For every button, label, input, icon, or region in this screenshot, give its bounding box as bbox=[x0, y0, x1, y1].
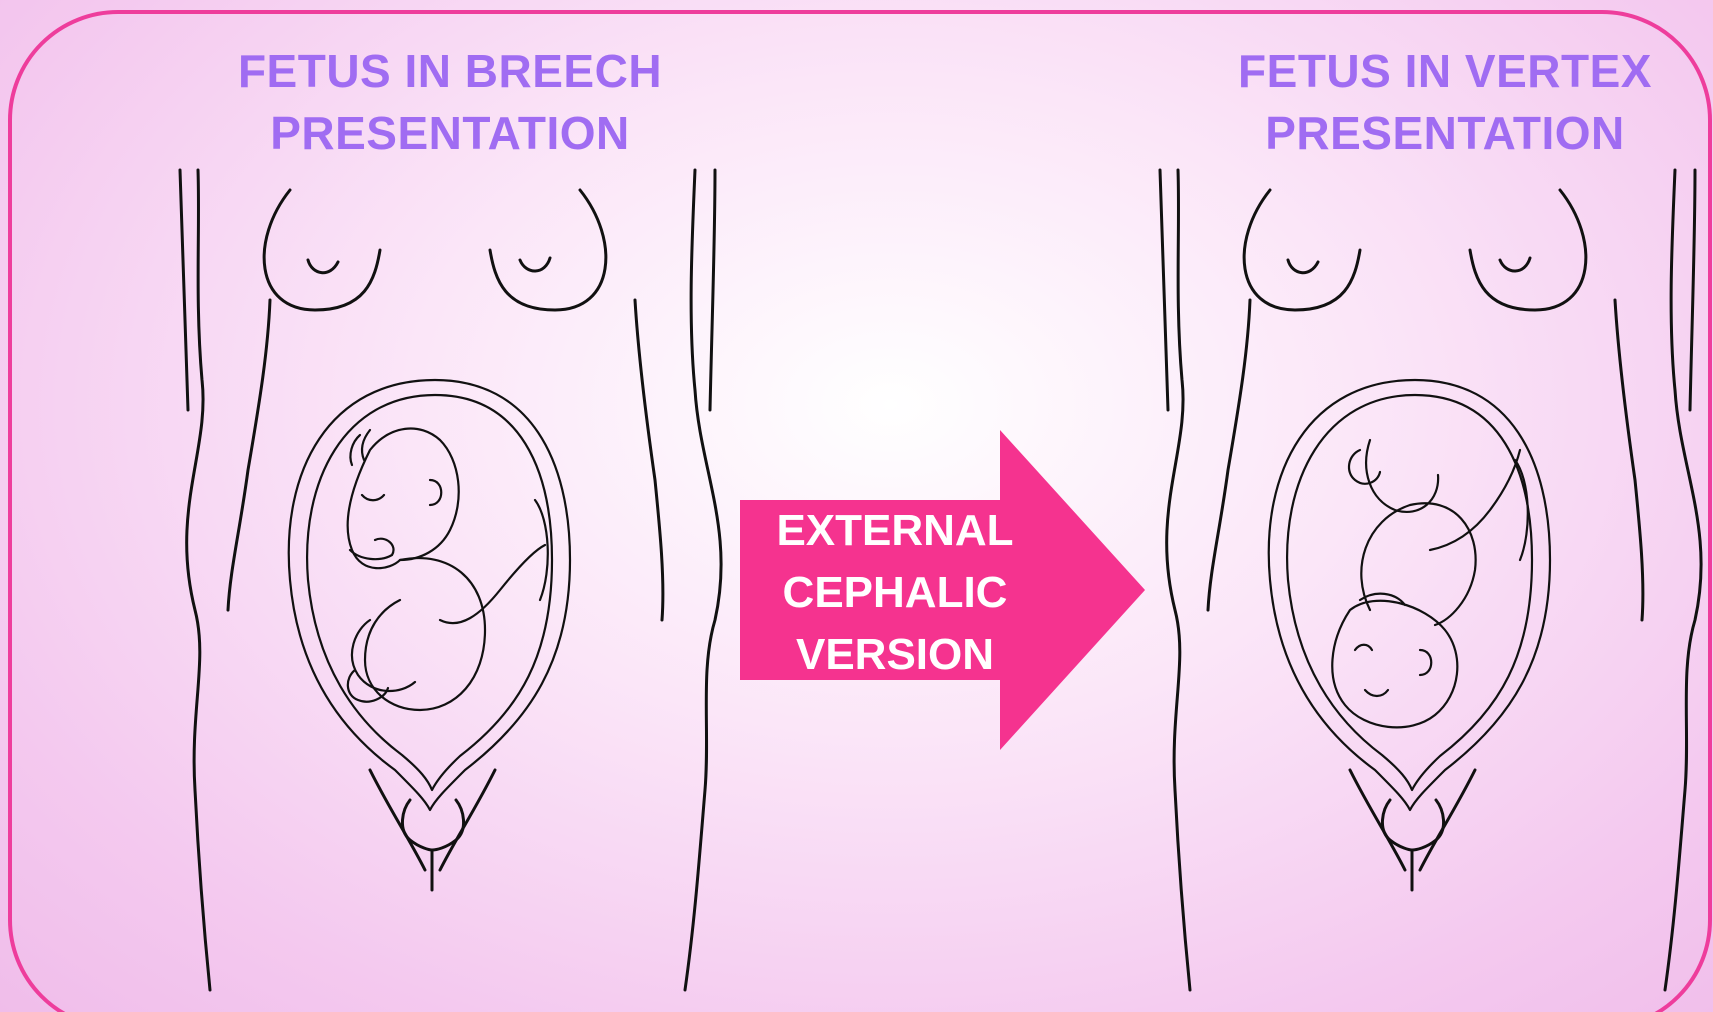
right-nipple bbox=[520, 258, 550, 271]
uterus-outer bbox=[1269, 380, 1550, 810]
right-breast bbox=[490, 190, 606, 310]
groin-left bbox=[1350, 770, 1405, 870]
breech-caption-line1: FETUS IN BREECH bbox=[200, 40, 700, 102]
groin-left bbox=[370, 770, 425, 870]
fetus-head bbox=[1332, 601, 1457, 728]
arrow-label-line3: VERSION bbox=[740, 624, 1050, 686]
arrow-label: EXTERNAL CEPHALIC VERSION bbox=[740, 500, 1050, 686]
breech-illustration bbox=[140, 150, 740, 1010]
vertex-figure bbox=[1120, 150, 1713, 1012]
right-breast bbox=[1470, 190, 1586, 310]
right-nipple bbox=[1500, 258, 1530, 271]
left-nipple bbox=[1288, 260, 1318, 273]
left-nipple bbox=[308, 260, 338, 273]
torso-right-outline bbox=[685, 170, 721, 990]
right-body-contour bbox=[635, 300, 663, 620]
left-body-contour bbox=[1208, 300, 1250, 610]
uterus-outer bbox=[289, 380, 570, 810]
vertex-caption-line1: FETUS IN VERTEX bbox=[1180, 40, 1710, 102]
vertex-illustration bbox=[1120, 150, 1713, 1010]
right-arm-line bbox=[710, 170, 715, 410]
left-arm-line bbox=[180, 170, 188, 410]
breech-caption: FETUS IN BREECH PRESENTATION bbox=[200, 40, 700, 164]
fetus-body bbox=[365, 558, 485, 710]
left-body-contour bbox=[228, 300, 270, 610]
fetus-eye bbox=[1355, 645, 1372, 650]
fetus-ear bbox=[430, 480, 441, 505]
fetus-leg bbox=[1366, 440, 1438, 512]
fetus-hair bbox=[350, 430, 370, 465]
groin-right bbox=[1420, 770, 1475, 870]
torso-left-outline bbox=[187, 170, 210, 990]
fetus-ear bbox=[1420, 650, 1431, 675]
fetus-foot bbox=[1349, 450, 1380, 484]
uterus-inner bbox=[307, 395, 552, 790]
breech-figure bbox=[140, 150, 740, 1012]
fetus-eye bbox=[362, 495, 384, 500]
fetus-mouth bbox=[1365, 690, 1388, 696]
left-breast bbox=[1244, 190, 1360, 310]
umbilical-cord bbox=[440, 545, 545, 623]
left-breast bbox=[264, 190, 380, 310]
left-arm-line bbox=[1160, 170, 1168, 410]
fetus-leg bbox=[352, 620, 415, 691]
groin-right bbox=[440, 770, 495, 870]
arrow-label-line2: CEPHALIC bbox=[740, 562, 1050, 624]
torso-left-outline bbox=[1167, 170, 1190, 990]
right-arm-line bbox=[1690, 170, 1695, 410]
umbilical-cord bbox=[1430, 450, 1520, 550]
fetus-hand bbox=[350, 539, 394, 559]
right-body-contour bbox=[1615, 300, 1643, 620]
torso-right-outline bbox=[1665, 170, 1701, 990]
fetus-body bbox=[1361, 503, 1475, 625]
arrow-label-line1: EXTERNAL bbox=[740, 500, 1050, 562]
uterus-inner bbox=[1287, 395, 1532, 790]
placenta bbox=[1515, 460, 1528, 560]
vertex-caption: FETUS IN VERTEX PRESENTATION bbox=[1180, 40, 1710, 164]
